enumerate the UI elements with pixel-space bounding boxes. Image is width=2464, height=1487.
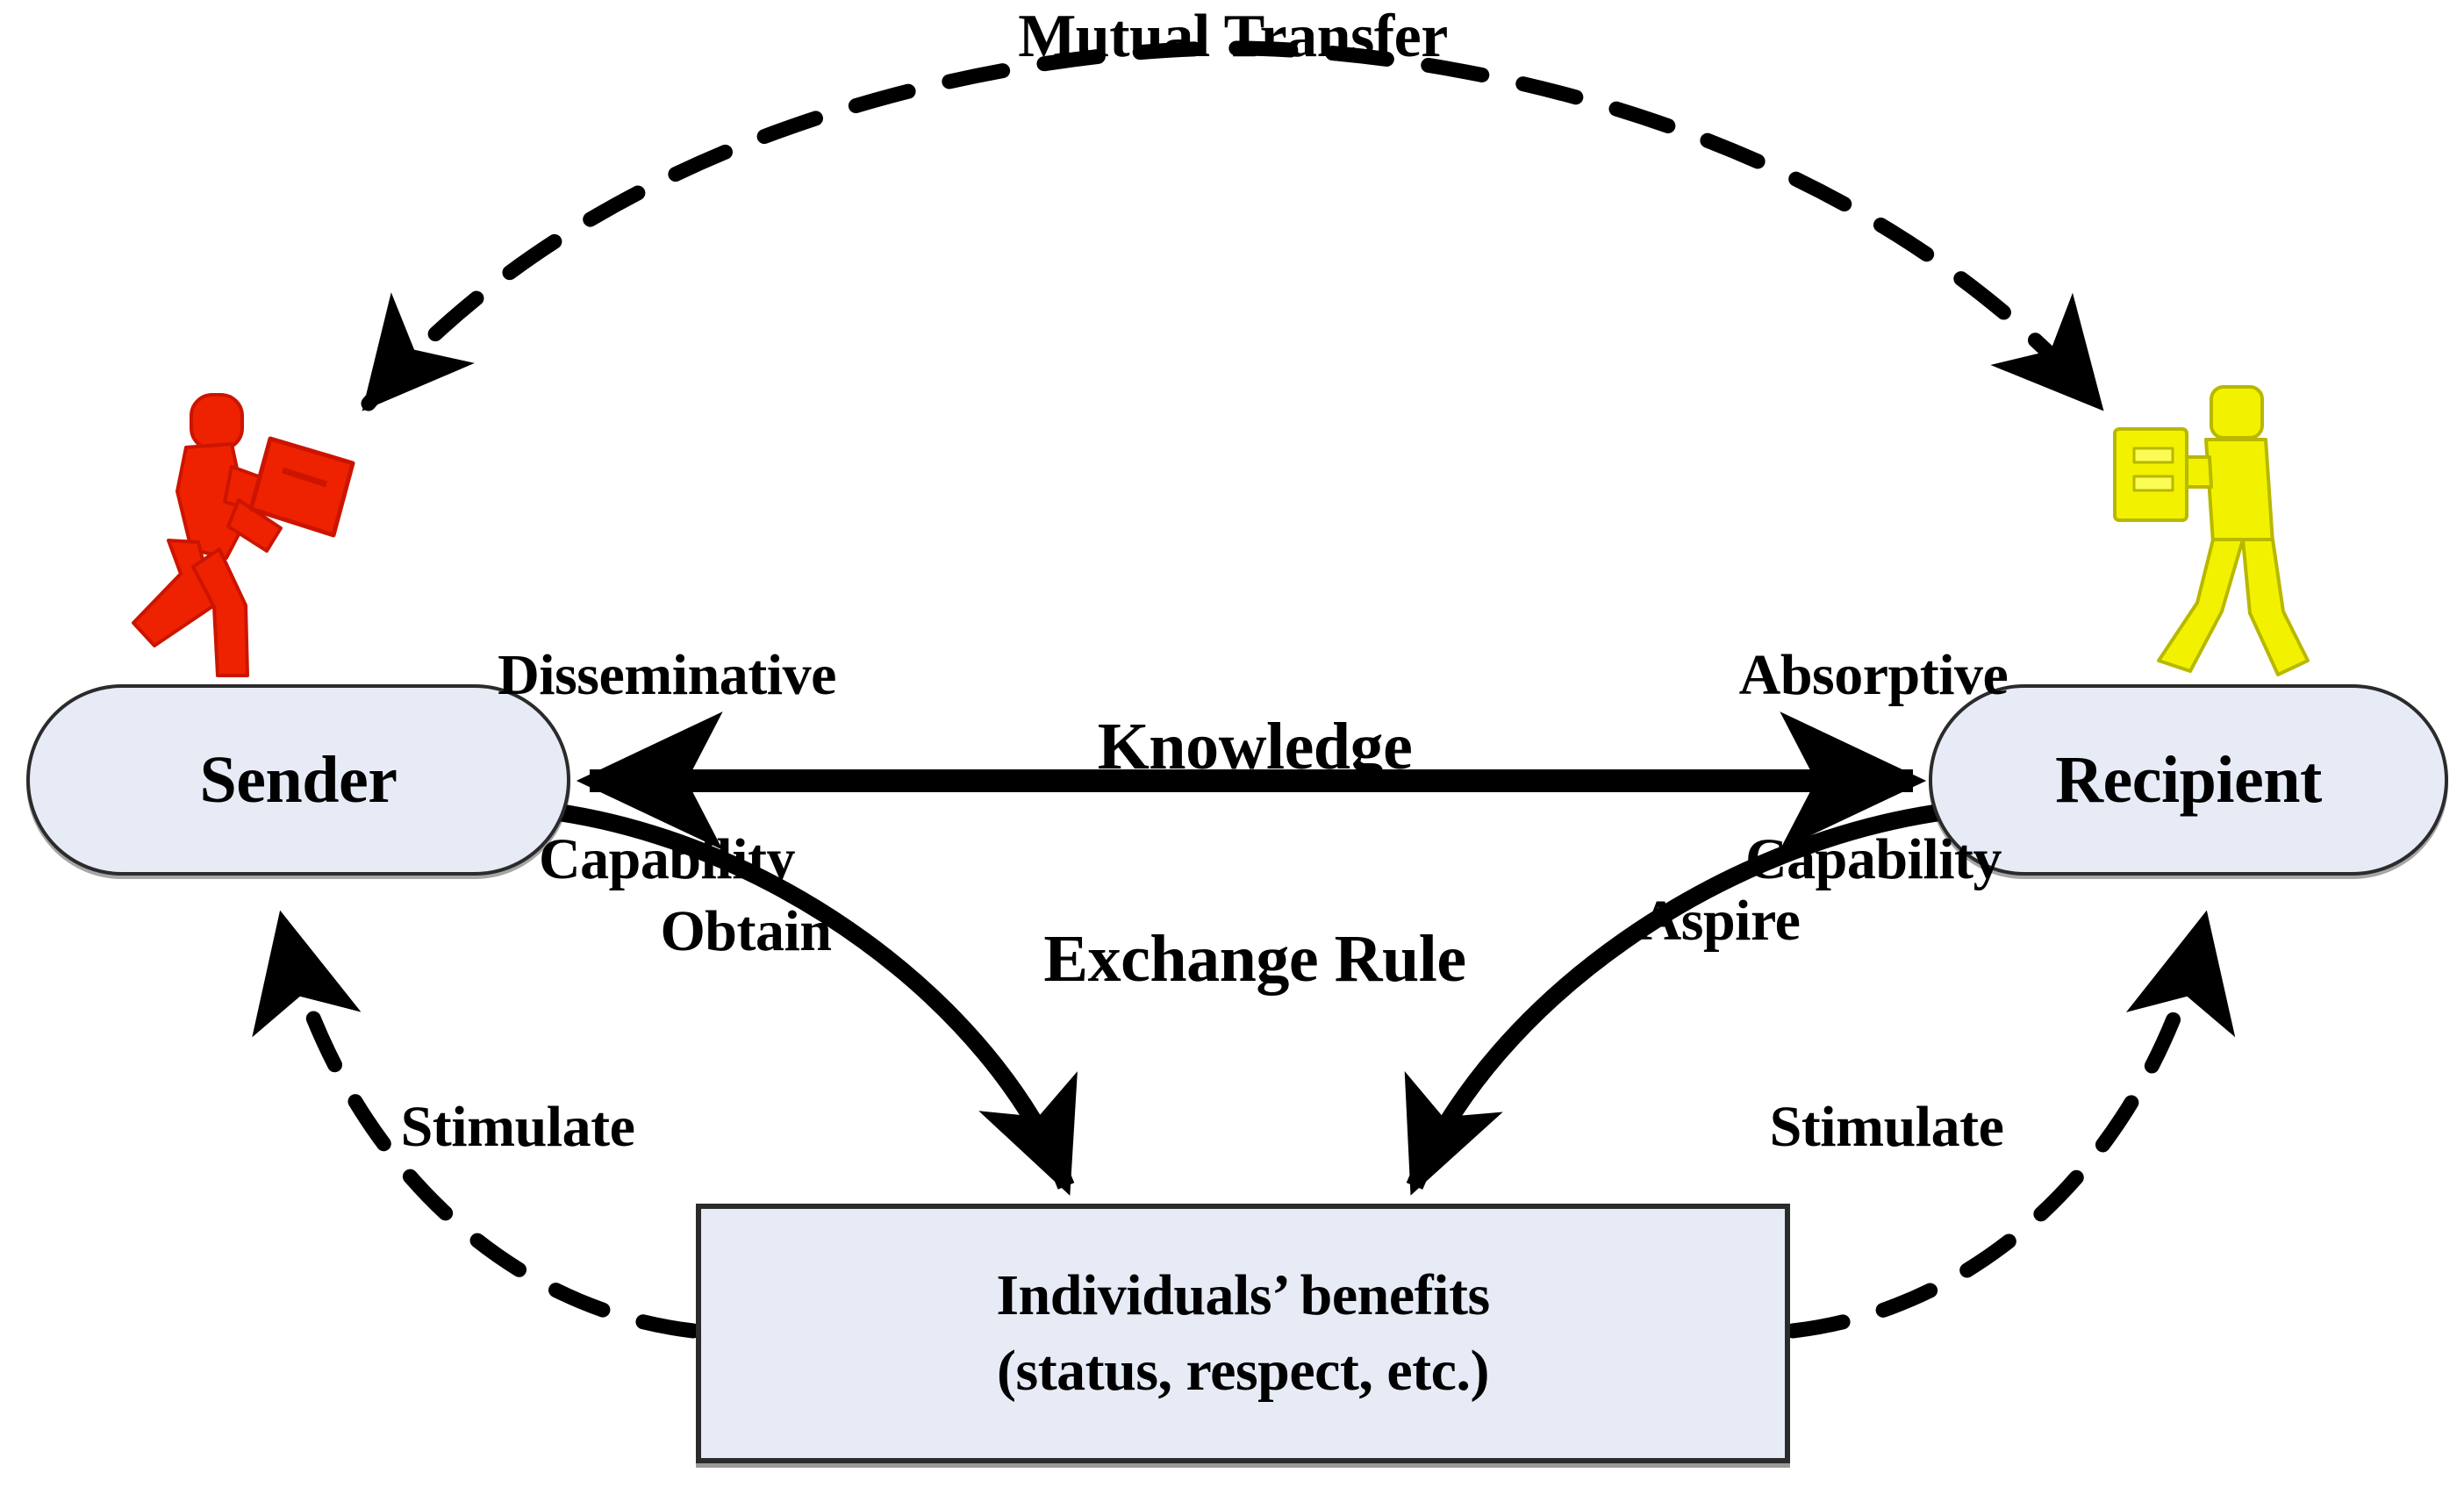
aspire-curve xyxy=(1404,803,1948,1196)
disseminative-capability-label: Disseminative Capability xyxy=(395,522,939,1013)
absorptive-line2: Capability xyxy=(1744,826,2002,891)
absorptive-capability-label: Absorptive Capability xyxy=(1645,522,2102,1013)
knowledge-exchange-rule-label: Knowledge Exchange Rule xyxy=(948,570,1562,1135)
obtain-curve xyxy=(551,803,1078,1196)
stimulate-left-edge-label: Stimulate xyxy=(400,1095,635,1159)
knowledge-rule-line2: Exchange Rule xyxy=(1043,921,1466,996)
individuals-benefits-node[interactable]: Individuals’ benefits (status, respect, … xyxy=(696,1204,1790,1463)
recipient-node[interactable]: Recipient xyxy=(1929,684,2448,876)
aspire-edge-label: Aspire xyxy=(1639,889,1801,953)
benefits-label-line1: Individuals’ benefits xyxy=(996,1263,1490,1327)
obtain-edge-label: Obtain xyxy=(660,899,832,963)
person-carrying-box-icon xyxy=(132,393,355,677)
sender-node-label: Sender xyxy=(199,742,398,817)
person-walking-with-briefcase-icon xyxy=(2113,385,2310,676)
recipient-node-label: Recipient xyxy=(2055,742,2322,817)
disseminative-line2: Capability xyxy=(538,826,796,891)
stimulate-right-arc xyxy=(1785,910,2236,1339)
absorptive-line1: Absorptive xyxy=(1738,642,2009,707)
disseminative-line1: Disseminative xyxy=(498,642,836,707)
mutual-transfer-label: Mutual Transfer xyxy=(1018,3,1448,70)
sender-node[interactable]: Sender xyxy=(26,684,570,876)
knowledge-rule-line1: Knowledge xyxy=(1097,710,1413,784)
benefits-label-line2: (status, respect, etc.) xyxy=(997,1339,1489,1403)
mutual-transfer-arc xyxy=(361,40,2105,411)
stimulate-right-edge-label: Stimulate xyxy=(1769,1095,2004,1159)
stimulate-left-arc xyxy=(252,910,701,1339)
